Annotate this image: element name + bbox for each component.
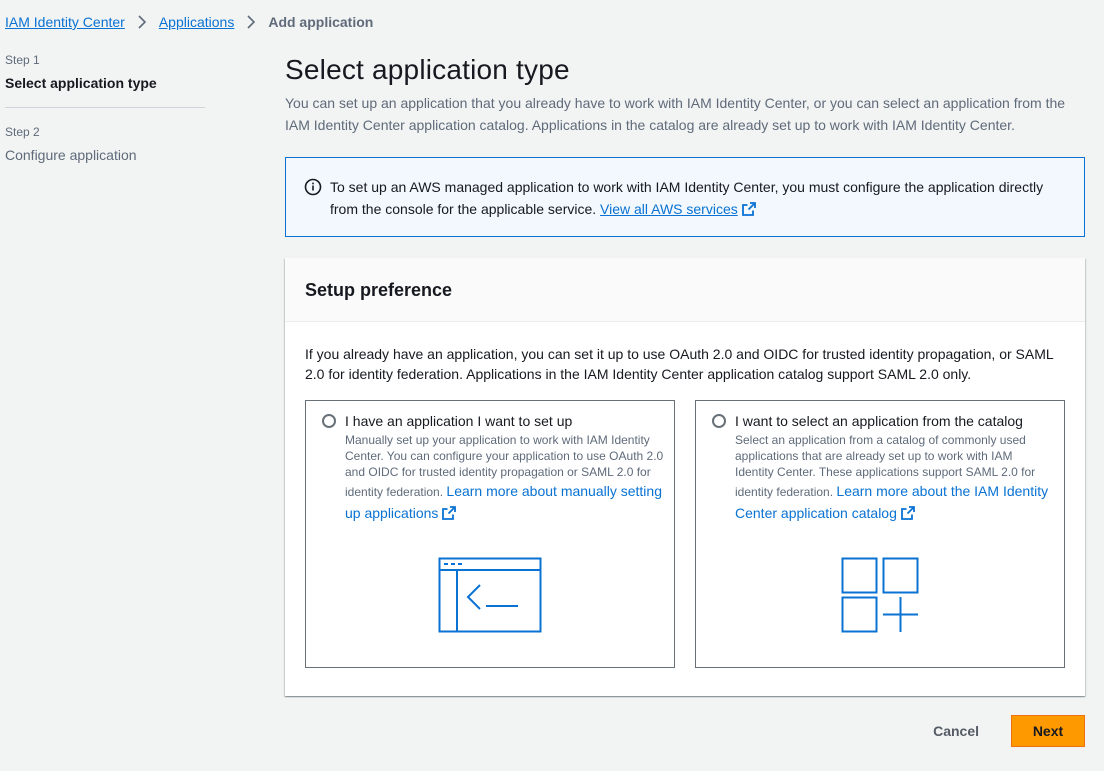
learn-more-catalog-link[interactable]: Learn more about the IAM Identity Center… <box>735 483 1048 521</box>
step-title: Select application type <box>5 75 157 91</box>
breadcrumb-current: Add application <box>268 14 374 30</box>
link-label: View all AWS services <box>600 201 738 217</box>
step-2: Step 2 Configure application <box>5 124 205 179</box>
setup-options: I have an application I want to set up M… <box>305 400 1065 668</box>
option-tile-catalog[interactable]: I want to select an application from the… <box>695 400 1065 668</box>
tile-description-text: Select an application from a catalog of … <box>735 433 1036 499</box>
setup-preference-panel: Setup preference If you already have an … <box>285 258 1085 696</box>
tile-label: I want to select an application from the… <box>735 413 1023 429</box>
step-number: Step 2 <box>5 125 40 139</box>
panel-title: Setup preference <box>305 280 453 300</box>
step-1: Step 1 Select application type <box>5 52 205 107</box>
alert-text: To set up an AWS managed application to … <box>330 179 1044 217</box>
radio-manual-setup[interactable] <box>322 414 336 428</box>
wizard-actions: Cancel Next <box>913 715 1085 747</box>
radio-catalog[interactable] <box>712 414 726 428</box>
cancel-button[interactable]: Cancel <box>913 717 999 745</box>
link-label: Learn more about manually setting up app… <box>345 483 662 521</box>
chevron-right-icon <box>137 15 147 29</box>
breadcrumb-link-iam-identity-center[interactable]: IAM Identity Center <box>5 14 125 30</box>
terminal-window-icon <box>306 557 674 633</box>
wizard-steps: Step 1 Select application type Step 2 Co… <box>5 52 205 179</box>
breadcrumb-link-applications[interactable]: Applications <box>158 14 235 30</box>
breadcrumb: IAM Identity Center Applications Add app… <box>5 12 373 32</box>
main-content: Select application type You can set up a… <box>285 52 1085 696</box>
learn-more-manual-setup-link[interactable]: Learn more about manually setting up app… <box>345 483 662 521</box>
tile-head: I have an application I want to set up <box>306 401 674 429</box>
tile-description: Manually set up your application to work… <box>345 432 664 524</box>
external-link-icon <box>442 506 457 524</box>
option-tile-manual-setup[interactable]: I have an application I want to set up M… <box>305 400 675 668</box>
app-catalog-grid-icon <box>696 557 1064 633</box>
step-divider <box>5 107 205 108</box>
info-icon <box>304 178 322 196</box>
alert-message: To set up an AWS managed application to … <box>330 176 1064 236</box>
external-link-icon <box>900 506 915 524</box>
info-alert: To set up an AWS managed application to … <box>285 157 1085 237</box>
step-number: Step 1 <box>5 53 40 67</box>
chevron-right-icon <box>246 15 256 29</box>
tile-description-text: Manually set up your application to work… <box>345 433 664 499</box>
link-label: Learn more about the IAM Identity Center… <box>735 483 1049 521</box>
page-description: You can set up an application that you a… <box>285 95 1066 133</box>
panel-description: If you already have an application, you … <box>305 346 1054 382</box>
tile-label: I have an application I want to set up <box>345 413 573 429</box>
tile-description: Select an application from a catalog of … <box>735 432 1054 524</box>
panel-header: Setup preference <box>285 258 1085 322</box>
step-title: Configure application <box>5 147 137 163</box>
page-title: Select application type <box>285 54 570 85</box>
external-link-icon <box>741 200 756 222</box>
view-all-aws-services-link[interactable]: View all AWS services <box>600 201 738 217</box>
next-button[interactable]: Next <box>1011 715 1085 747</box>
tile-head: I want to select an application from the… <box>696 401 1064 429</box>
panel-body: If you already have an application, you … <box>285 322 1085 668</box>
